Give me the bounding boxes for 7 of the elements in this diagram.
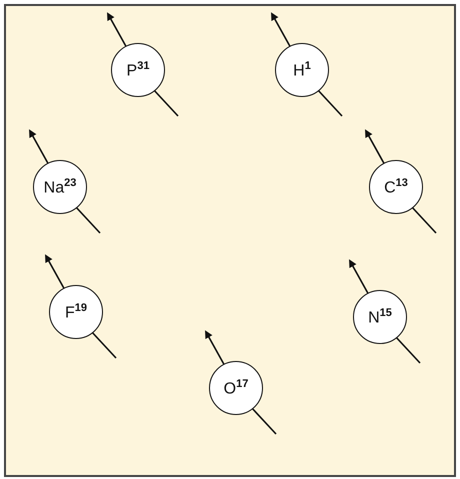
isotope-label: F$^{19}$: [64, 302, 88, 322]
isotope-label: O$^{17}$: [224, 378, 248, 398]
isotope-label: H$^{1}$: [293, 60, 311, 80]
isotope-label: P$^{31}$: [126, 60, 150, 80]
isotope-label: N$^{15}$: [368, 306, 392, 328]
isotope-label: C$^{13}$: [384, 176, 408, 198]
isotope-label: Na$^{23}$: [44, 176, 76, 198]
